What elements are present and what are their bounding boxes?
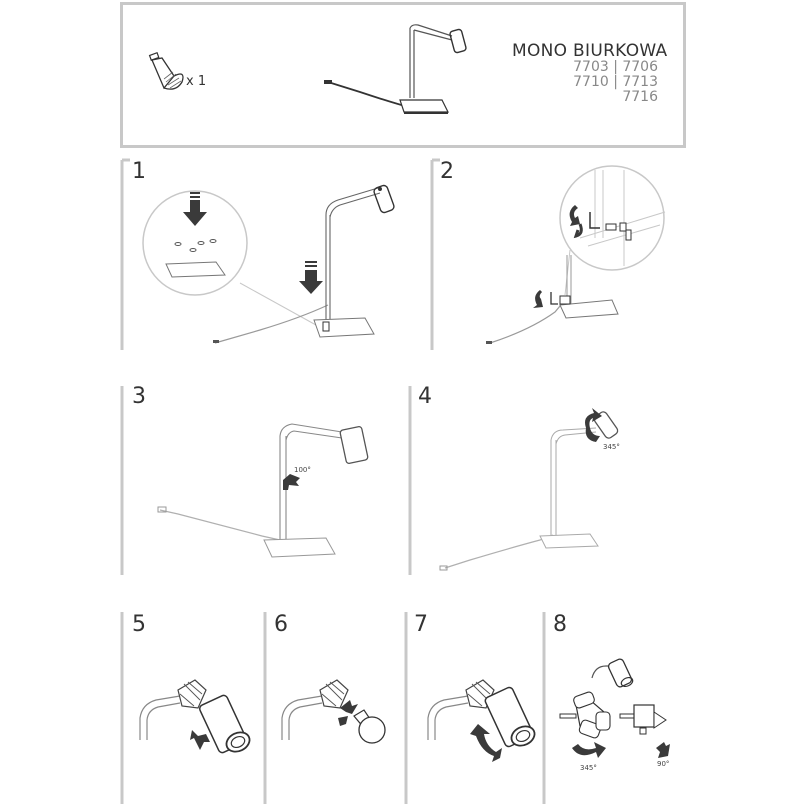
- rotation-angle-label: 345°: [580, 764, 597, 772]
- tilt-angle-label: 90°: [657, 760, 669, 768]
